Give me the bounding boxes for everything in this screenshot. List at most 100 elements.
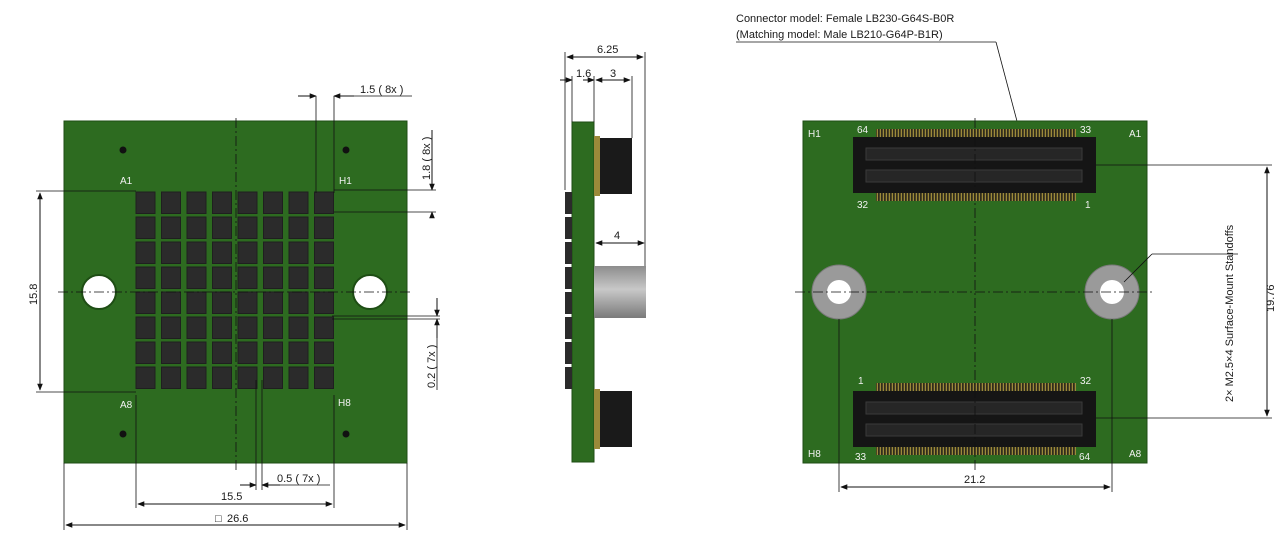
dim-span-y: 15.8 bbox=[28, 284, 40, 305]
contact-pad bbox=[263, 291, 283, 314]
bottom-connector-pin-1: 1 bbox=[858, 376, 864, 387]
label-h1: H1 bbox=[339, 176, 352, 187]
side-view: 6.25 1.6 3 4 bbox=[560, 44, 646, 463]
label-a8: A8 bbox=[120, 400, 133, 411]
top-view-connector: Connector model: Female LB230-G64S-B0R (… bbox=[736, 13, 1277, 492]
contact-pad bbox=[237, 291, 258, 314]
contact-pad bbox=[237, 266, 258, 289]
dim-standoff-spacing: 19.76 bbox=[1265, 284, 1277, 312]
contact-pad bbox=[135, 316, 156, 339]
bottom-connector-pin-32: 32 bbox=[1080, 376, 1092, 387]
contact-pad bbox=[288, 266, 309, 289]
contact-pad bbox=[263, 191, 283, 214]
contact-pad bbox=[161, 191, 181, 214]
board-square-symbol: □ bbox=[215, 513, 222, 525]
contact-pad bbox=[161, 341, 181, 364]
contact-pad bbox=[288, 191, 309, 214]
contact-pad bbox=[314, 241, 334, 264]
contact-pad bbox=[135, 191, 156, 214]
top-connector-pins-bottom bbox=[876, 193, 1076, 201]
side-connector-bottom bbox=[594, 391, 632, 447]
contact-pad bbox=[237, 316, 258, 339]
bottom-connector-pin-64: 64 bbox=[1079, 452, 1091, 463]
contact-pad bbox=[135, 366, 156, 389]
contact-pad bbox=[314, 316, 334, 339]
contact-pad bbox=[186, 191, 207, 214]
label-a1: A1 bbox=[120, 176, 133, 187]
pad-grid bbox=[135, 191, 334, 389]
side-connector-top bbox=[594, 138, 632, 194]
contact-pad bbox=[288, 341, 309, 364]
contact-pad bbox=[135, 341, 156, 364]
contact-pad bbox=[288, 216, 309, 239]
contact-pad bbox=[161, 266, 181, 289]
fiducial-dot bbox=[119, 430, 127, 438]
contact-pad bbox=[288, 241, 309, 264]
label-h8: H8 bbox=[338, 398, 351, 409]
dim-board-thickness: 1.6 bbox=[576, 68, 591, 80]
contact-pad bbox=[237, 366, 258, 389]
contact-pad bbox=[186, 341, 207, 364]
contact-pad bbox=[186, 316, 207, 339]
contact-pad bbox=[237, 216, 258, 239]
contact-pad bbox=[186, 366, 207, 389]
contact-pad bbox=[135, 241, 156, 264]
contact-pad bbox=[263, 341, 283, 364]
contact-pad bbox=[314, 191, 334, 214]
contact-pad bbox=[263, 241, 283, 264]
top-connector-pin-1: 1 bbox=[1085, 200, 1091, 211]
fiducial-dot bbox=[119, 146, 127, 154]
bottom-connector-pin-33: 33 bbox=[855, 452, 867, 463]
contact-pad bbox=[212, 341, 232, 364]
dim-board-size: 26.6 bbox=[227, 513, 248, 525]
contact-pad bbox=[186, 216, 207, 239]
dim-total-height: 6.25 bbox=[597, 44, 618, 56]
contact-pad bbox=[288, 366, 309, 389]
contact-pad bbox=[314, 266, 334, 289]
dim-standoff-height: 4 bbox=[614, 230, 620, 242]
fiducial-dot bbox=[342, 430, 350, 438]
label-h8: H8 bbox=[808, 449, 821, 460]
contact-pad bbox=[263, 366, 283, 389]
contact-pad bbox=[161, 241, 181, 264]
label-a8: A8 bbox=[1129, 449, 1142, 460]
contact-pad bbox=[186, 291, 207, 314]
contact-pad bbox=[288, 316, 309, 339]
contact-pad bbox=[314, 341, 334, 364]
fiducial-dot bbox=[342, 146, 350, 154]
dim-pitch-x: 1.5 ( 8x ) bbox=[360, 84, 403, 96]
bottom-connector-pins-top bbox=[876, 383, 1076, 391]
dim-pitch-y: 1.8 ( 8x ) bbox=[421, 137, 433, 180]
contact-pad bbox=[161, 366, 181, 389]
contact-pad bbox=[263, 216, 283, 239]
label-h1: H1 bbox=[808, 129, 821, 140]
contact-pad bbox=[161, 216, 181, 239]
side-pad-stack bbox=[565, 192, 572, 389]
connector-model-note: Connector model: Female LB230-G64S-B0R bbox=[736, 13, 954, 25]
top-connector-body bbox=[853, 137, 1096, 193]
contact-pad bbox=[135, 216, 156, 239]
top-connector-pin-64: 64 bbox=[857, 125, 869, 136]
contact-pad bbox=[237, 341, 258, 364]
contact-pad bbox=[161, 316, 181, 339]
contact-pad bbox=[212, 316, 232, 339]
contact-pad bbox=[135, 291, 156, 314]
dim-width: 21.2 bbox=[964, 474, 985, 486]
contact-pad bbox=[186, 266, 207, 289]
label-a1: A1 bbox=[1129, 129, 1142, 140]
dim-span-x: 15.5 bbox=[221, 491, 242, 503]
side-pcb-edge bbox=[571, 121, 595, 463]
contact-pad bbox=[212, 366, 232, 389]
top-connector-pin-33: 33 bbox=[1080, 125, 1092, 136]
side-standoff bbox=[594, 266, 646, 318]
contact-pad bbox=[263, 316, 283, 339]
contact-pad bbox=[212, 241, 232, 264]
bottom-connector-body bbox=[853, 391, 1096, 447]
contact-pad bbox=[212, 216, 232, 239]
contact-pad bbox=[263, 266, 283, 289]
bottom-view-pad-grid: A1 H1 A8 H8 1.5 ( 8x ) 1.8 ( 8x ) 15.8 0… bbox=[28, 84, 440, 530]
contact-pad bbox=[237, 241, 258, 264]
contact-pad bbox=[288, 291, 309, 314]
dim-gap-y: 0.2 ( 7x ) bbox=[426, 345, 438, 388]
contact-pad bbox=[237, 191, 258, 214]
